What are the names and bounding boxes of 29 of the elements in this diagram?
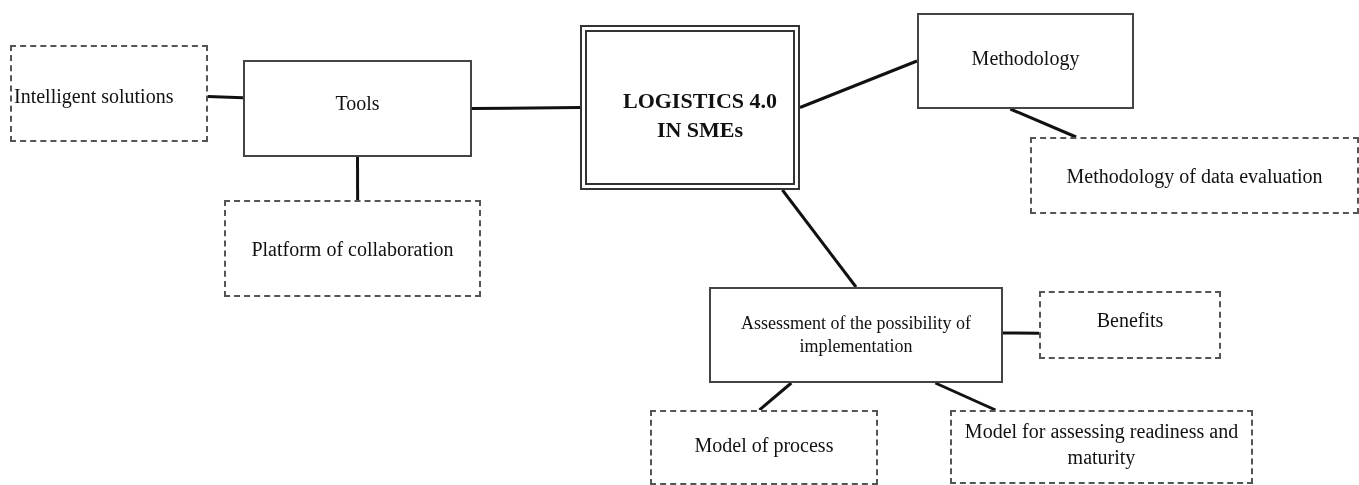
- connector-line: [934, 381, 997, 412]
- connector-line: [1003, 331, 1039, 335]
- category-box: [243, 60, 472, 157]
- node-label: LOGISTICS 4.0 IN SMEs: [621, 87, 779, 144]
- connector-line: [356, 157, 360, 200]
- node-label: Assessment of the possibility of implementation: [740, 311, 972, 358]
- node-label: Model for assessing readiness and maturity: [963, 419, 1240, 470]
- connector-line: [758, 381, 793, 412]
- subtopic-box: [1039, 291, 1221, 359]
- node-label: Model of process: [694, 432, 834, 458]
- subtopic-box: [950, 410, 1253, 484]
- node-label: Benefits: [1096, 308, 1164, 333]
- node-label: Methodology: [971, 46, 1080, 71]
- category-box: [917, 13, 1134, 109]
- subtopic-box: [224, 200, 481, 297]
- node-label: Tools: [335, 91, 380, 116]
- category-box: [709, 287, 1003, 383]
- subtopic-box: [650, 410, 878, 485]
- node-label: Platform of collaboration: [251, 236, 454, 262]
- connector-line: [1009, 107, 1077, 139]
- subtopic-box: [10, 45, 208, 142]
- connector-line: [207, 94, 244, 100]
- subtopic-box: [1030, 137, 1359, 214]
- connector-line: [781, 189, 858, 288]
- center-title-box: [580, 25, 800, 190]
- connector-line: [799, 59, 918, 109]
- connector-line: [472, 106, 580, 110]
- node-label: Intelligent solutions: [14, 84, 174, 109]
- node-label: Methodology of data evaluation: [1066, 163, 1323, 189]
